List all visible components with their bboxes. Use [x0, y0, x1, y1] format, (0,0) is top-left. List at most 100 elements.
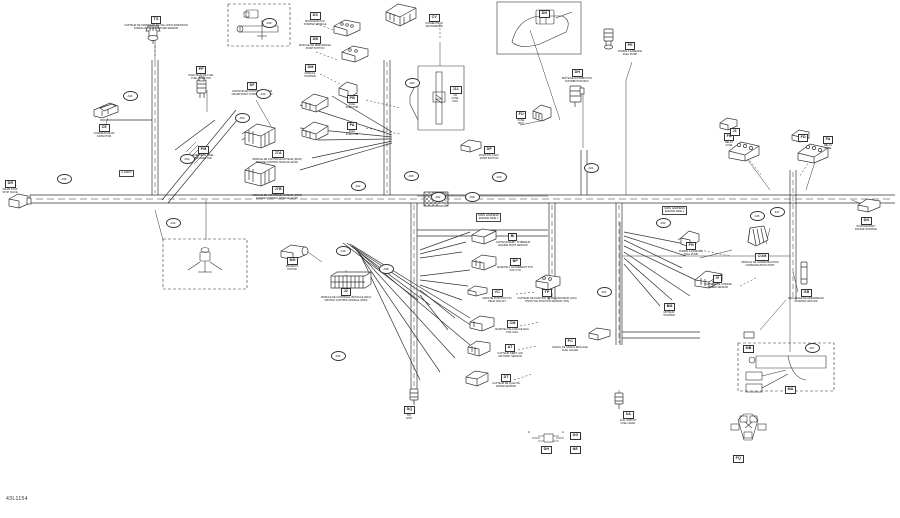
balloon-a45: A45 [749, 211, 765, 221]
component-caption-pp: INJECTEUR DE FUEL FUEL INJECTOR [188, 74, 214, 81]
connector-ce [92, 100, 120, 119]
balloon-a49: A49 [255, 89, 271, 99]
component-code-at: AT [505, 344, 516, 352]
harness-tag-1: MAIN HARNESS ENGINE SIDE 1 [476, 213, 502, 223]
component-caption-dr: VALVE STOP STOP VALVE [2, 188, 18, 195]
component-caption-com: MODULE DE COMMUNICATION COMMUNICATION PO… [741, 261, 779, 268]
component-code-j7a: J7A [272, 150, 285, 158]
component-code-j1: J1 [730, 128, 740, 136]
harness-tag-0: A HARN [119, 170, 134, 177]
connector-pb [300, 92, 330, 114]
connector-vc [466, 284, 490, 298]
balloon-a61: A61 [583, 163, 599, 173]
balloon-a53: A53 [655, 218, 671, 228]
component-code-pe: PE [625, 42, 636, 50]
component-code-fh: FH [686, 242, 697, 250]
component-code-dp: DP [484, 146, 495, 154]
legend-letter-a: A [562, 430, 565, 434]
component-code-tp: TP [542, 289, 553, 297]
legend-code-dh: DH [541, 446, 552, 454]
balloon-a46: A46 [335, 246, 351, 256]
component-caption-db: MODULE DE DÉMARRAGE START BUTTON [299, 44, 331, 51]
balloon-a48: A48 [378, 264, 394, 274]
connector-pp [194, 76, 210, 100]
component-caption-at: CAPTEUR DÉBIT, AIR AIR TEMP. SENSOR [497, 352, 523, 359]
connector-dr [6, 192, 32, 210]
balloon-a47: A47 [769, 207, 785, 217]
connector-fu [530, 103, 554, 123]
component-caption-gb: BALANCIER DE DÉMARREUR STARTER GROUND [788, 297, 824, 304]
component-caption-mg: MAGNETO STATOR [285, 265, 299, 272]
component-caption-j7b: MODULE DE CONTRÔLE MOTEUR (MCM) ENGINE C… [252, 194, 302, 201]
component-code-j7b: J7B [272, 186, 285, 194]
component-code-ma: MA [785, 386, 797, 394]
connector-j1 [718, 116, 740, 132]
component-code-ts: TS [151, 16, 162, 24]
component-caption-cv: CONNECTEUR TACHOMETER [425, 22, 443, 29]
connector-dh [566, 82, 586, 108]
connector-bi [470, 226, 500, 246]
balloon-a42: A42 [350, 181, 366, 191]
component-caption-iv: CAPTEUR DE VITESSE SPEED SENSOR [704, 283, 732, 290]
component-code-dm: DM [305, 64, 317, 72]
connector-mb [742, 330, 756, 340]
connector-j2 [327, 266, 373, 294]
connector-j7b [241, 158, 281, 188]
balloon-a50: A50 [234, 113, 250, 123]
component-code-pc: PC [565, 338, 576, 346]
component-code-dr: DR [5, 180, 16, 188]
component-caption-j2: MODULE DE CONTRÔLE VÉHICULE (MCV) DRIVIN… [320, 296, 372, 303]
connector-sa [611, 390, 627, 410]
connector-dp [459, 138, 483, 154]
component-caption-ts: CAPTEUR DE TEMPÉRATURE DE L'AIR D'ADMISS… [124, 24, 188, 31]
balloon-a54: A54 [179, 154, 195, 164]
component-caption-df: CAPTEUR DE POSITION MOTEUR CRANKSHAFT PO… [231, 90, 273, 97]
connector-fb [727, 139, 761, 163]
connector-bp [470, 252, 500, 272]
connector-mg [279, 242, 309, 262]
connector-dn2 [856, 196, 882, 214]
connector-tp [534, 272, 564, 292]
component-code-iv: IV [713, 275, 722, 283]
harness-tag-2: MAIN HARNESS ENGINE SIDE 1 [662, 206, 688, 216]
component-code-ce: CE [99, 124, 110, 132]
balloon-a41: A41 [122, 91, 138, 101]
component-code-fb: FB [724, 133, 735, 141]
legend-code-ne: NE [570, 446, 581, 454]
connector-cm [468, 313, 498, 333]
component-caption-ce: CONDENSATEUR CAPACITOR [93, 132, 115, 139]
component-code-bi: BI [508, 233, 518, 241]
balloon-a59: A59 [261, 18, 277, 28]
connector-iv [692, 268, 726, 290]
connector-dq [406, 386, 422, 406]
component-code-bp: BP [510, 258, 521, 266]
component-code-dh: DH [572, 69, 583, 77]
drawing-number: 43L1154 [6, 496, 28, 502]
connector-at [466, 338, 494, 358]
component-caption-pb: FUEL INJECTOR [345, 103, 359, 110]
component-code-dn1: DN [539, 10, 550, 18]
balloon-a52: A52 [430, 192, 446, 202]
connector-pe [600, 26, 618, 50]
connector-fa [796, 141, 830, 165]
legend-letter-c: C [528, 430, 531, 434]
component-caption-pm: INJECTEUR MOEL AIR INJECTOR [192, 154, 214, 161]
component-code-dt: DT [501, 374, 512, 382]
balloon-a57: A57 [804, 343, 820, 353]
connector-dt [464, 368, 492, 388]
component-code-db: DB [310, 36, 321, 44]
component-code-cv: CV [429, 14, 440, 22]
component-caption-sa: FULL SWITCH FUEL LEVEL [619, 419, 637, 426]
component-code-bm: BM [664, 303, 676, 311]
component-caption-bm: MOTEUR STARTER [663, 311, 675, 318]
component-code-pp: PP [196, 66, 207, 74]
component-caption-fu: FUSE BOX [517, 119, 525, 126]
component-caption-bi: CAPTEUR DÉBIT, INTÉRIEUR ENGINE POINT SE… [495, 241, 531, 248]
component-code-gb: GB [801, 289, 812, 297]
component-caption-dp: POSITION 2-WAY START BUTTON [478, 154, 500, 161]
component-caption-dn2: STARTER BODY ENGINE STARTER [855, 225, 877, 232]
component-caption-dq: DQ DSN [406, 414, 412, 421]
component-code-fq: FQ [733, 455, 744, 463]
component-code-pm: PM [198, 146, 209, 154]
component-caption-pa: FUEL INJECTOR [345, 130, 359, 137]
